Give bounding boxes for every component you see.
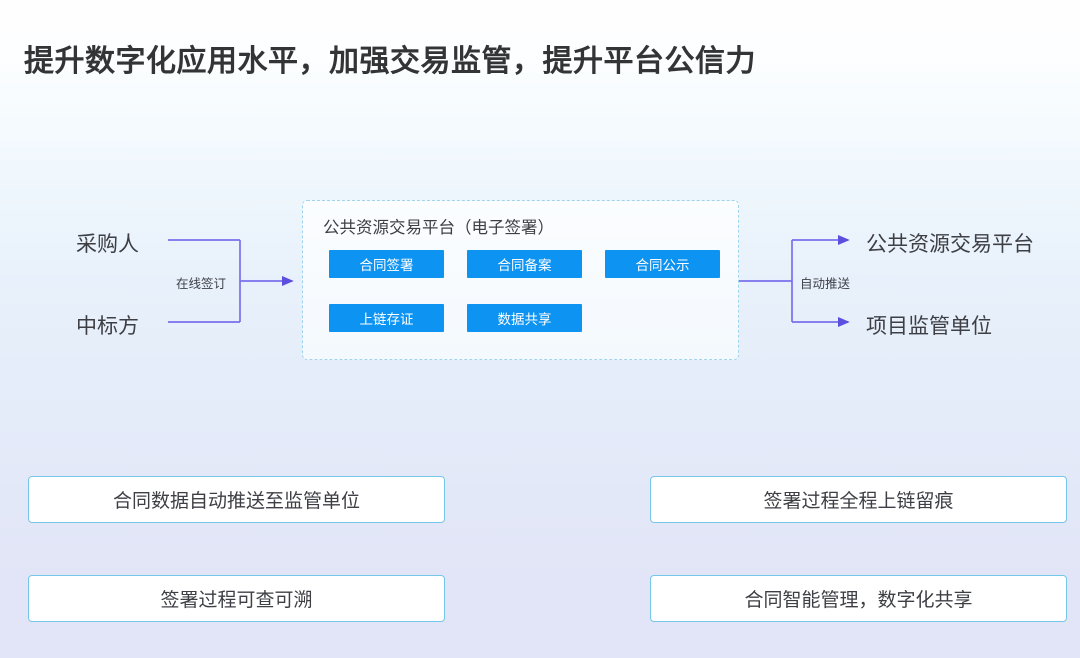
capability-row-2: 上链存证 数据共享	[329, 304, 721, 332]
flow-input-bidwinner: 中标方	[76, 315, 139, 338]
edge-label-auto-push: 自动推送	[800, 277, 851, 291]
edge-label-online-signing: 在线签订	[176, 277, 227, 291]
capability-row-1: 合同签署 合同备案 合同公示	[329, 250, 721, 278]
chip-contract-publicity[interactable]: 合同公示	[605, 250, 720, 278]
chip-blockchain-evidence[interactable]: 上链存证	[329, 304, 444, 332]
flow-input-purchaser: 采购人	[76, 233, 139, 256]
chip-contract-signing[interactable]: 合同签署	[329, 250, 444, 278]
chip-data-sharing[interactable]: 数据共享	[467, 304, 582, 332]
platform-container: 公共资源交易平台（电子签署） 合同签署 合同备案 合同公示 上链存证 数据共享	[302, 200, 739, 360]
platform-title: 公共资源交易平台（电子签署）	[323, 219, 554, 237]
feature-box-auto-push: 合同数据自动推送至监管单位	[28, 476, 445, 523]
chip-contract-filing[interactable]: 合同备案	[467, 250, 582, 278]
feature-box-traceable: 签署过程可查可溯	[28, 575, 445, 622]
feature-box-smart-management: 合同智能管理，数字化共享	[650, 575, 1067, 622]
flow-output-supervisory-unit: 项目监管单位	[866, 315, 992, 338]
flow-output-trading-platform: 公共资源交易平台	[866, 233, 1034, 256]
page-title: 提升数字化应用水平，加强交易监管，提升平台公信力	[24, 45, 756, 78]
feature-box-blockchain-trace: 签署过程全程上链留痕	[650, 476, 1067, 523]
platform-capability-grid: 合同签署 合同备案 合同公示 上链存证 数据共享	[329, 250, 721, 358]
